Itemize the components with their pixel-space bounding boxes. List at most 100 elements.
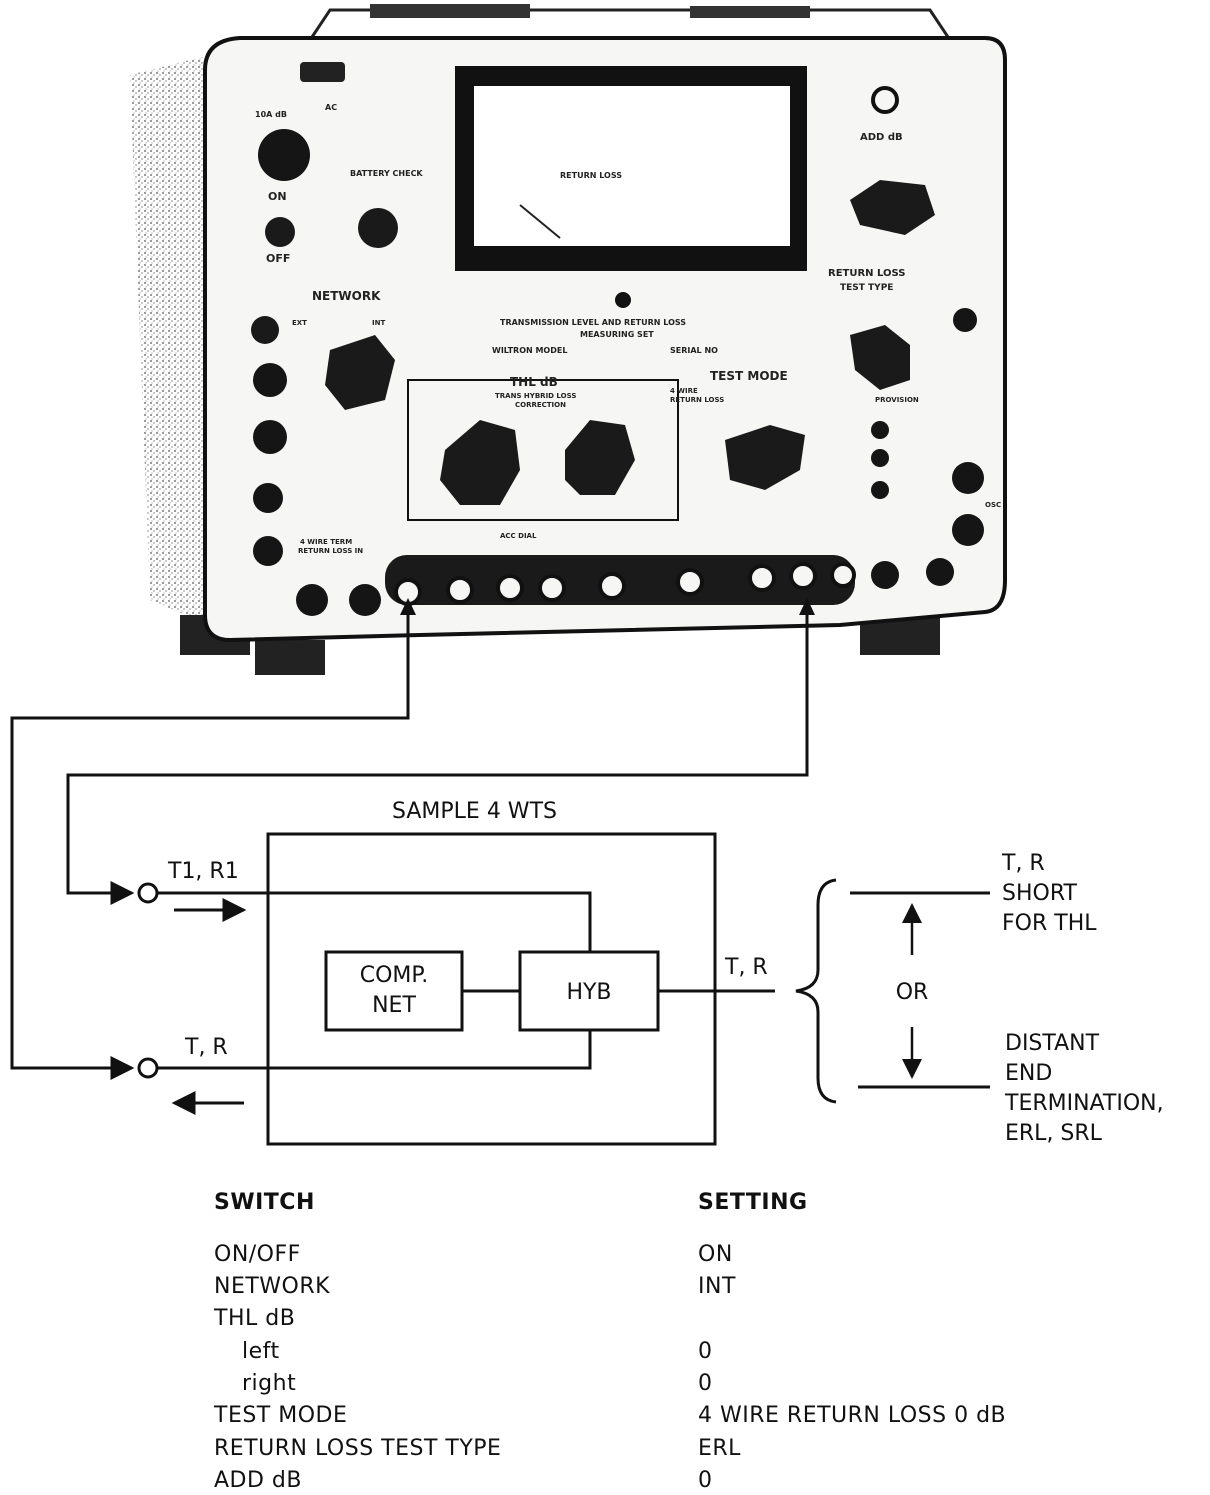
indicator-lamp	[615, 292, 631, 308]
handle-grip-2	[690, 6, 810, 18]
jack-7[interactable]	[750, 566, 774, 590]
provision-jack-1[interactable]	[871, 421, 889, 439]
right-post-a[interactable]	[871, 561, 899, 589]
jack-8[interactable]	[791, 564, 815, 588]
to-add-db-label: 10A dB	[255, 110, 287, 119]
top-term-line2: SHORT	[1002, 881, 1078, 906]
comp-net-line2: NET	[372, 993, 416, 1018]
row-switch: left	[242, 1339, 280, 1364]
left-post-3[interactable]	[253, 483, 283, 513]
row-setting: ERL	[698, 1436, 741, 1461]
top-term-line1: T, R	[1001, 851, 1045, 876]
sample-circuit: SAMPLE 4 WTS T1, R1 T, R COMP. NET HYB T…	[139, 799, 1164, 1146]
int-label: INT	[372, 319, 385, 327]
circuit-title: SAMPLE 4 WTS	[392, 799, 557, 824]
network-ext-toggle[interactable]	[251, 316, 279, 344]
serial-label: SERIAL NO	[670, 346, 718, 355]
jack-6[interactable]	[678, 570, 702, 594]
or-label: OR	[896, 980, 929, 1005]
left-post-6[interactable]	[349, 584, 381, 616]
row-switch: TEST MODE	[214, 1403, 347, 1428]
osc-post-1[interactable]	[952, 462, 984, 494]
battery-check-button[interactable]	[358, 208, 398, 248]
lead-right	[68, 610, 807, 893]
row-setting: 0	[698, 1371, 713, 1396]
ac-label: AC	[325, 103, 337, 112]
jack-9[interactable]	[832, 564, 854, 586]
row-switch: THL dB	[214, 1306, 295, 1331]
row-switch: ADD dB	[214, 1468, 302, 1493]
row-setting: INT	[698, 1274, 736, 1299]
meter-face	[474, 86, 790, 246]
measuring-set-instrument: RETURN LOSS AC 10A dB ON OFF BATTERY CHE…	[130, 4, 1005, 675]
ext-label: EXT	[292, 319, 307, 327]
model-line: WILTRON MODEL	[492, 346, 567, 355]
acc-dial-label: ACC DIAL	[500, 532, 537, 540]
right-post-b[interactable]	[926, 558, 954, 586]
thl-db-label: THL dB	[510, 375, 558, 389]
test-type-sublabel: TEST TYPE	[840, 283, 893, 293]
left-post-1[interactable]	[253, 363, 287, 397]
return-loss-test-type-label: RETURN LOSS	[828, 268, 906, 279]
header-setting: SETTING	[698, 1190, 808, 1215]
transmission-line1: TRANSMISSION LEVEL AND RETURN LOSS	[500, 318, 686, 327]
off-label: OFF	[266, 252, 290, 265]
left-post-5[interactable]	[296, 584, 328, 616]
comp-net-line1: COMP.	[360, 963, 429, 988]
network-label: NETWORK	[312, 289, 381, 303]
handle-grip	[370, 4, 530, 18]
bot-term-line4: ERL, SRL	[1005, 1121, 1103, 1146]
jack-2[interactable]	[448, 578, 472, 602]
off-toggle[interactable]	[265, 217, 295, 247]
trans-hybrid-label: TRANS HYBRID LOSS	[495, 392, 576, 400]
on-off-switch[interactable]	[258, 129, 310, 181]
label-t1r1: T1, R1	[167, 859, 239, 884]
jack-3[interactable]	[498, 576, 522, 600]
row-switch: right	[242, 1371, 296, 1396]
left-post-4[interactable]	[253, 536, 283, 566]
bot-term-line2: END	[1005, 1061, 1052, 1086]
add-db-label: ADD dB	[860, 132, 903, 143]
provision-jack-3[interactable]	[871, 481, 889, 499]
ac-switch[interactable]	[300, 62, 345, 82]
row-switch: NETWORK	[214, 1274, 330, 1299]
row-setting: 4 WIRE RETURN LOSS 0 dB	[698, 1403, 1006, 1428]
bot-term-line3: TERMINATION,	[1004, 1091, 1164, 1116]
top-term-line3: FOR THL	[1002, 911, 1097, 936]
case-side	[130, 55, 210, 625]
return-loss-in-label: RETURN LOSS IN	[298, 547, 363, 555]
wire-top	[157, 893, 590, 953]
switch-settings-table: SWITCH SETTING ON/OFF ON NETWORK INT THL…	[0, 1190, 1210, 1490]
four-wire-term-label: 4 WIRE TERM	[300, 538, 352, 546]
jack-4[interactable]	[540, 576, 564, 600]
battery-check-label: BATTERY CHECK	[350, 169, 423, 178]
left-post-2[interactable]	[253, 420, 287, 454]
row-setting: 0	[698, 1468, 713, 1493]
transmission-line2: MEASURING SET	[580, 330, 654, 339]
terminal-tr	[139, 1059, 157, 1077]
return-loss-label: RETURN LOSS	[670, 396, 724, 404]
osc-post-2[interactable]	[952, 514, 984, 546]
jack-5[interactable]	[600, 574, 624, 598]
provision-jack-2[interactable]	[871, 449, 889, 467]
test-setup-figure: RETURN LOSS AC 10A dB ON OFF BATTERY CHE…	[0, 0, 1210, 1175]
label-tr-mid: T, R	[724, 955, 768, 980]
hyb-label: HYB	[566, 980, 611, 1005]
four-wire-label: 4 WIRE	[670, 387, 698, 395]
terminations-brace	[796, 880, 836, 1102]
provision-label: PROVISION	[875, 396, 919, 404]
label-tr-bottom: T, R	[184, 1035, 228, 1060]
on-label: ON	[268, 190, 287, 203]
osc-label: OSC	[985, 501, 1001, 509]
case-foot-left2	[255, 640, 325, 675]
row-switch: ON/OFF	[214, 1242, 301, 1267]
meter-scale-label: RETURN LOSS	[560, 171, 622, 180]
row-setting: ON	[698, 1242, 733, 1267]
header-switch: SWITCH	[214, 1190, 315, 1215]
terminal-t1r1	[139, 884, 157, 902]
right-top-post[interactable]	[953, 308, 977, 332]
row-setting: 0	[698, 1339, 713, 1364]
test-mode-label: TEST MODE	[710, 369, 788, 383]
correction-label: CORRECTION	[515, 401, 566, 409]
row-switch: RETURN LOSS TEST TYPE	[214, 1436, 501, 1461]
